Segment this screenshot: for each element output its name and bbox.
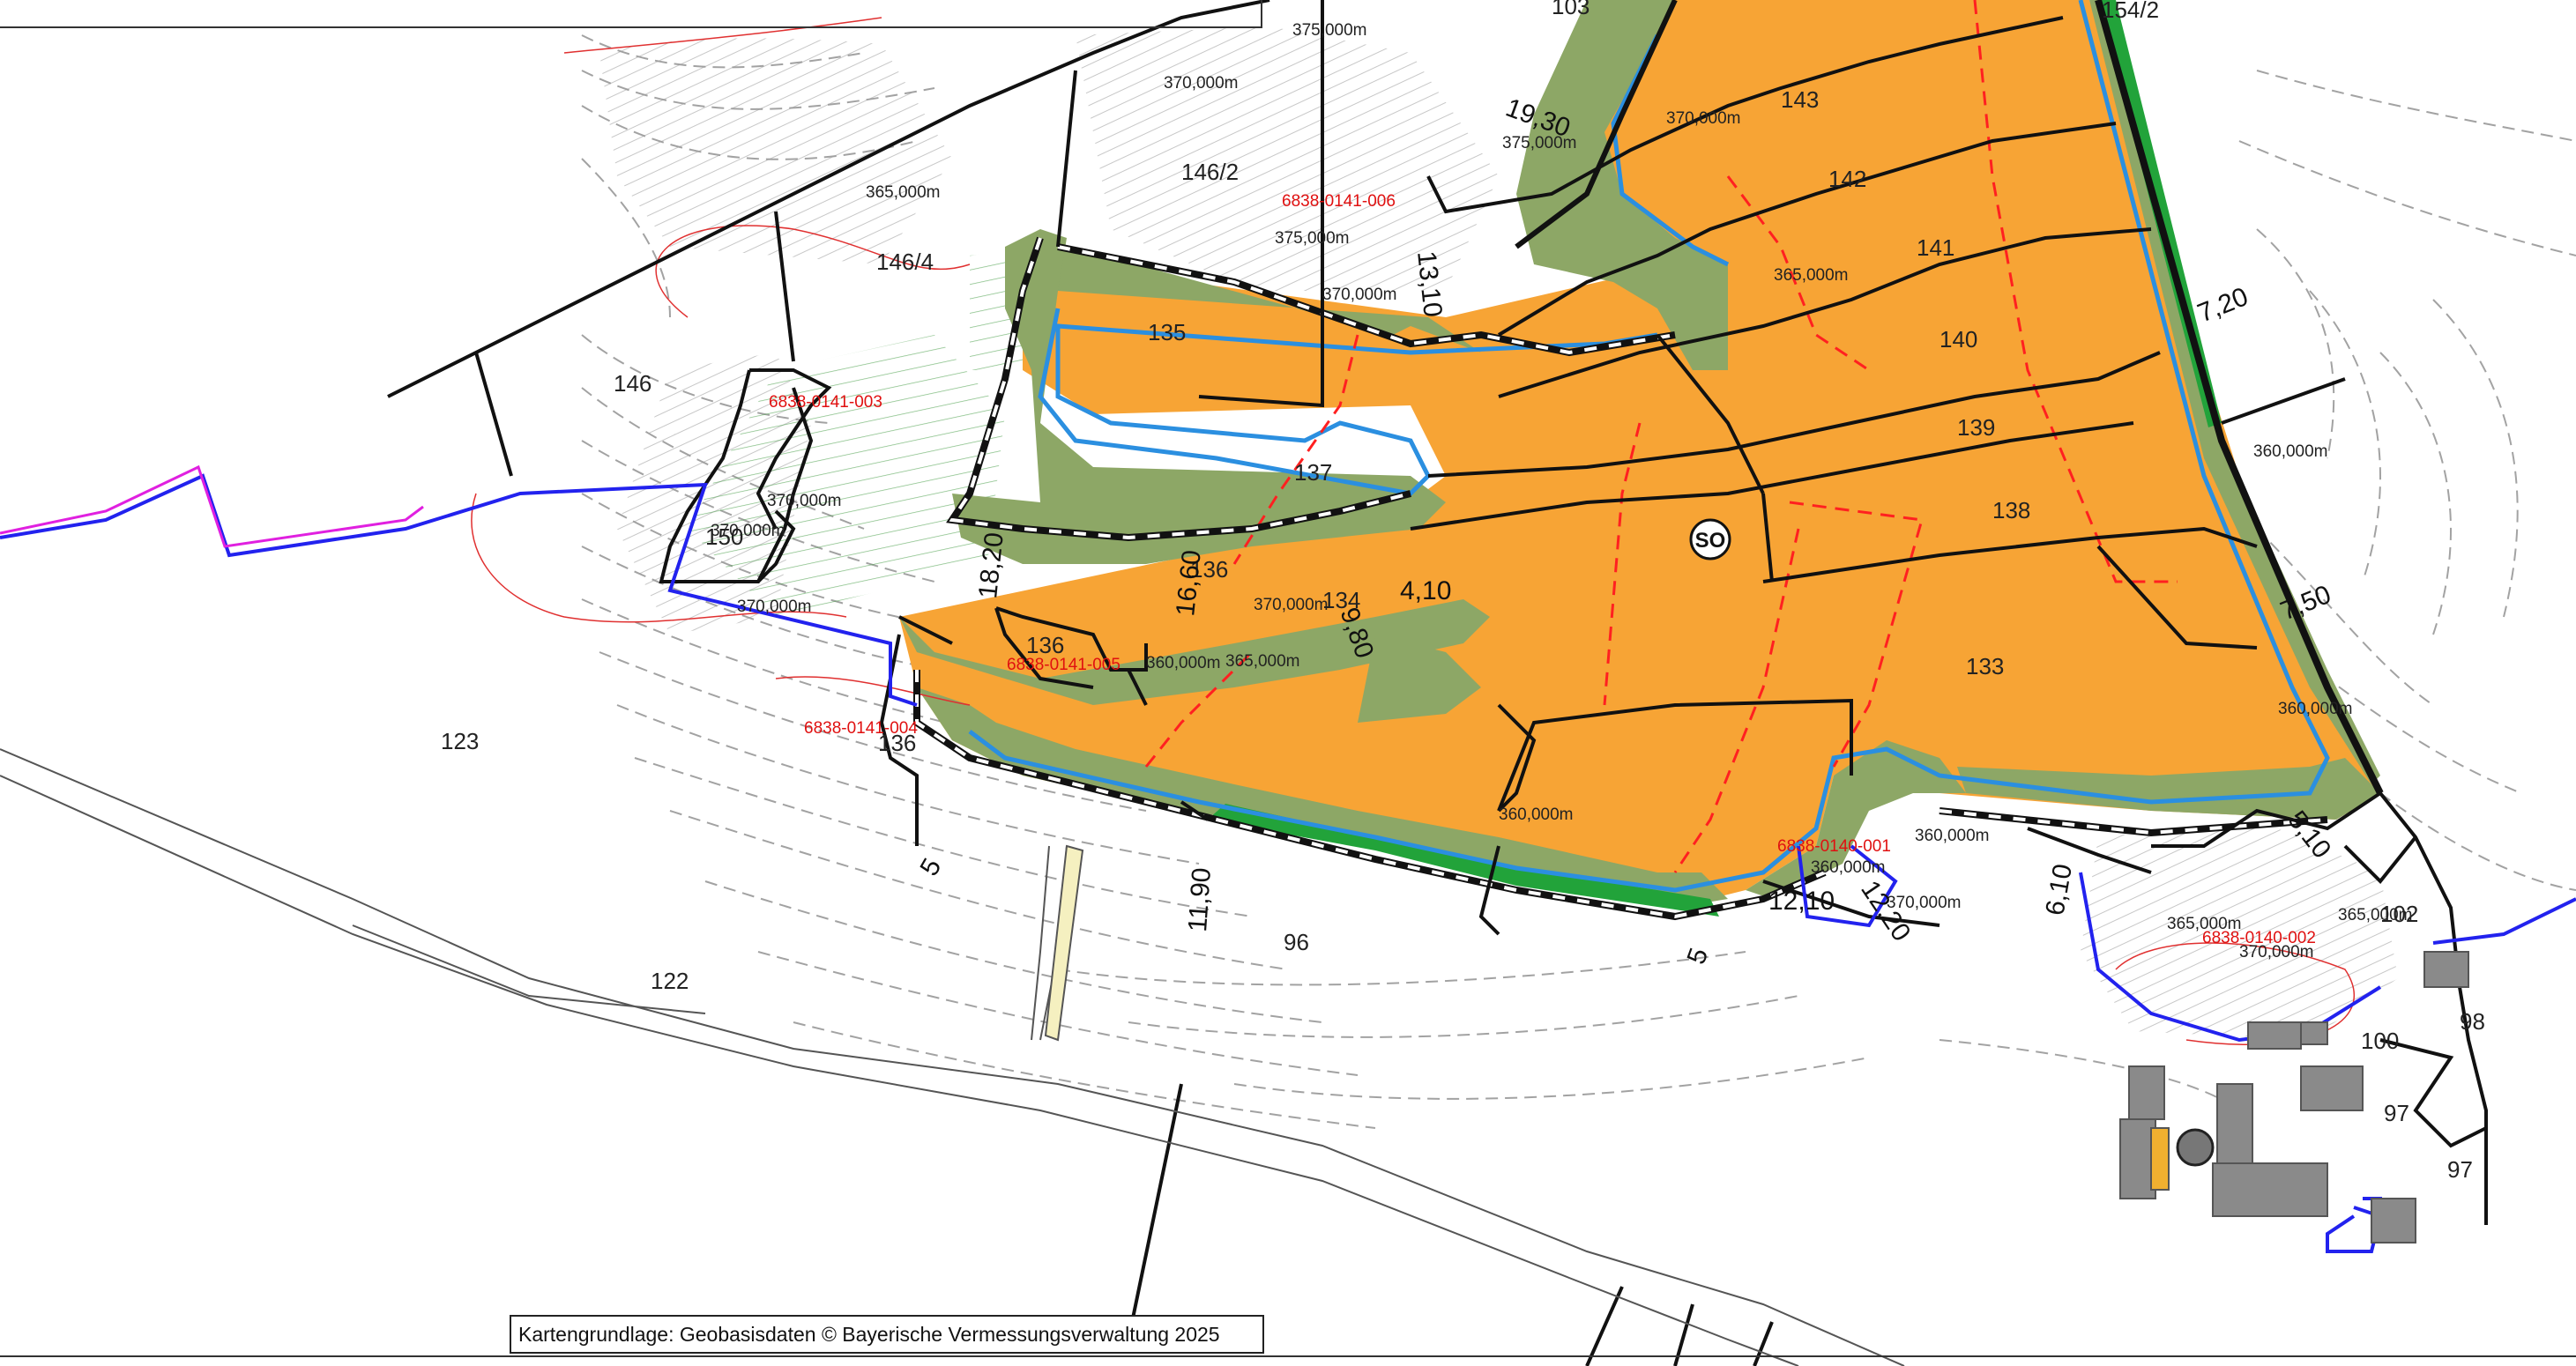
parcel-150: 150 <box>705 523 743 550</box>
parcel-141: 141 <box>1917 234 1954 261</box>
parcel-140: 140 <box>1939 326 1977 353</box>
dimension-label: 4,10 <box>1400 576 1451 605</box>
contour-label: 370,000m <box>737 598 812 616</box>
zone-label: SO <box>1695 529 1726 553</box>
contour-label: 365,000m <box>1225 652 1300 671</box>
parcel-labels: 143 142 141 140 139 138 133 135 137 136 … <box>441 0 2485 1183</box>
dimension-label: 5 <box>1682 944 1715 968</box>
road-lines <box>0 748 1905 1366</box>
dimension-label: 5 <box>914 854 947 881</box>
contour-label: 375,000m <box>1292 21 1367 40</box>
buildings <box>2119 951 2469 1244</box>
contour-label: 370,000m <box>1887 894 1962 912</box>
contour-label: 360,000m <box>2278 700 2353 718</box>
parcel-135: 135 <box>1148 319 1186 345</box>
biotope-id: 6838-0141-004 <box>804 719 918 738</box>
planting-strip <box>1208 804 1719 917</box>
dimension-label: 16,60 <box>1171 549 1207 618</box>
parcel-146-4: 146/4 <box>876 249 934 275</box>
parcel-123: 123 <box>441 728 479 754</box>
contour-label: 370,000m <box>767 492 842 510</box>
dimension-label: 12,10 <box>1768 887 1835 916</box>
parcel-134: 134 <box>1322 587 1360 613</box>
contour-labels: 375,000m 370,000m 375,000m 365,000m 375,… <box>711 21 2413 961</box>
biotope-id: 6838-0140-002 <box>2202 929 2316 947</box>
parcel-137: 137 <box>1294 459 1332 486</box>
biotope-id: 6838-0141-003 <box>769 393 882 412</box>
parcel-97-b: 97 <box>2447 1156 2473 1183</box>
map-credit: Kartengrundlage: Geobasisdaten © Bayeris… <box>510 1315 1264 1354</box>
parcel-97-a: 97 <box>2384 1100 2409 1126</box>
plan-boundary <box>913 0 2384 921</box>
dimension-label: 6,10 <box>2040 862 2078 917</box>
parcel-103: 103 <box>1552 0 1590 19</box>
footpath <box>1044 844 1084 1042</box>
parcel-154-2: 154/2 <box>2102 0 2159 23</box>
contour-label: 365,000m <box>2167 915 2242 933</box>
biotope-id: 6838-0140-001 <box>1777 837 1891 856</box>
parcel-136-b: 136 <box>1026 632 1064 658</box>
dimension-label: 7,20 <box>2193 282 2252 328</box>
parcel-138: 138 <box>1992 497 2030 523</box>
parcel-142: 142 <box>1828 166 1866 192</box>
building-line <box>968 0 2330 893</box>
biotope-id: 6838-0141-006 <box>1282 192 1396 211</box>
biotope-id: 6838-0141-005 <box>1007 656 1120 674</box>
contour-label: 370,000m <box>711 522 785 540</box>
contour-label: 360,000m <box>1146 654 1221 672</box>
contour-label: 370,000m <box>1164 74 1239 93</box>
contour-label: 375,000m <box>1502 134 1577 152</box>
parcel-146: 146 <box>614 370 651 397</box>
tank-icon <box>2176 1128 2215 1167</box>
parcel-143: 143 <box>1781 86 1819 113</box>
contour-label: 370,000m <box>2239 943 2314 961</box>
contour-label: 360,000m <box>2253 442 2328 461</box>
map-frame-bottom <box>0 1355 2576 1357</box>
dimension-label: 11,90 <box>1183 867 1217 933</box>
parcel-96: 96 <box>1284 929 1309 955</box>
magenta-line <box>0 464 424 548</box>
parcel-136-c: 136 <box>878 730 916 756</box>
contour-label: 365,000m <box>1774 266 1849 285</box>
contour-label: 375,000m <box>1275 229 1350 248</box>
biotope-boundaries <box>1144 0 2178 873</box>
biotope-labels: 6838-0141-006 6838-0141-003 6838-0141-00… <box>769 192 2316 947</box>
parcel-139: 139 <box>1957 414 1995 441</box>
dimension-label: 13,10 <box>1411 249 1448 318</box>
parcel-102: 102 <box>2380 901 2418 927</box>
contour-label: 360,000m <box>1915 827 1990 845</box>
contour-label: 365,000m <box>2338 906 2413 924</box>
dimension-label: 18,20 <box>973 531 1009 600</box>
parcel-133: 133 <box>1966 653 2004 679</box>
parcel-122: 122 <box>651 968 689 994</box>
parcel-146-2: 146/2 <box>1181 159 1239 185</box>
contour-label: 360,000m <box>1499 805 1574 824</box>
contour-label: 365,000m <box>866 183 941 202</box>
contour-label: 360,000m <box>1811 858 1886 877</box>
zone-marker: SO <box>1689 518 1731 561</box>
contour-label: 370,000m <box>1322 286 1397 304</box>
contour-label: 370,000m <box>1666 109 1741 128</box>
parcel-100: 100 <box>2361 1028 2399 1054</box>
parcel-136-a: 136 <box>1190 556 1228 583</box>
parcel-98: 98 <box>2460 1008 2485 1035</box>
map-frame-top <box>0 0 1262 28</box>
contour-label: 370,000m <box>1254 596 1329 614</box>
